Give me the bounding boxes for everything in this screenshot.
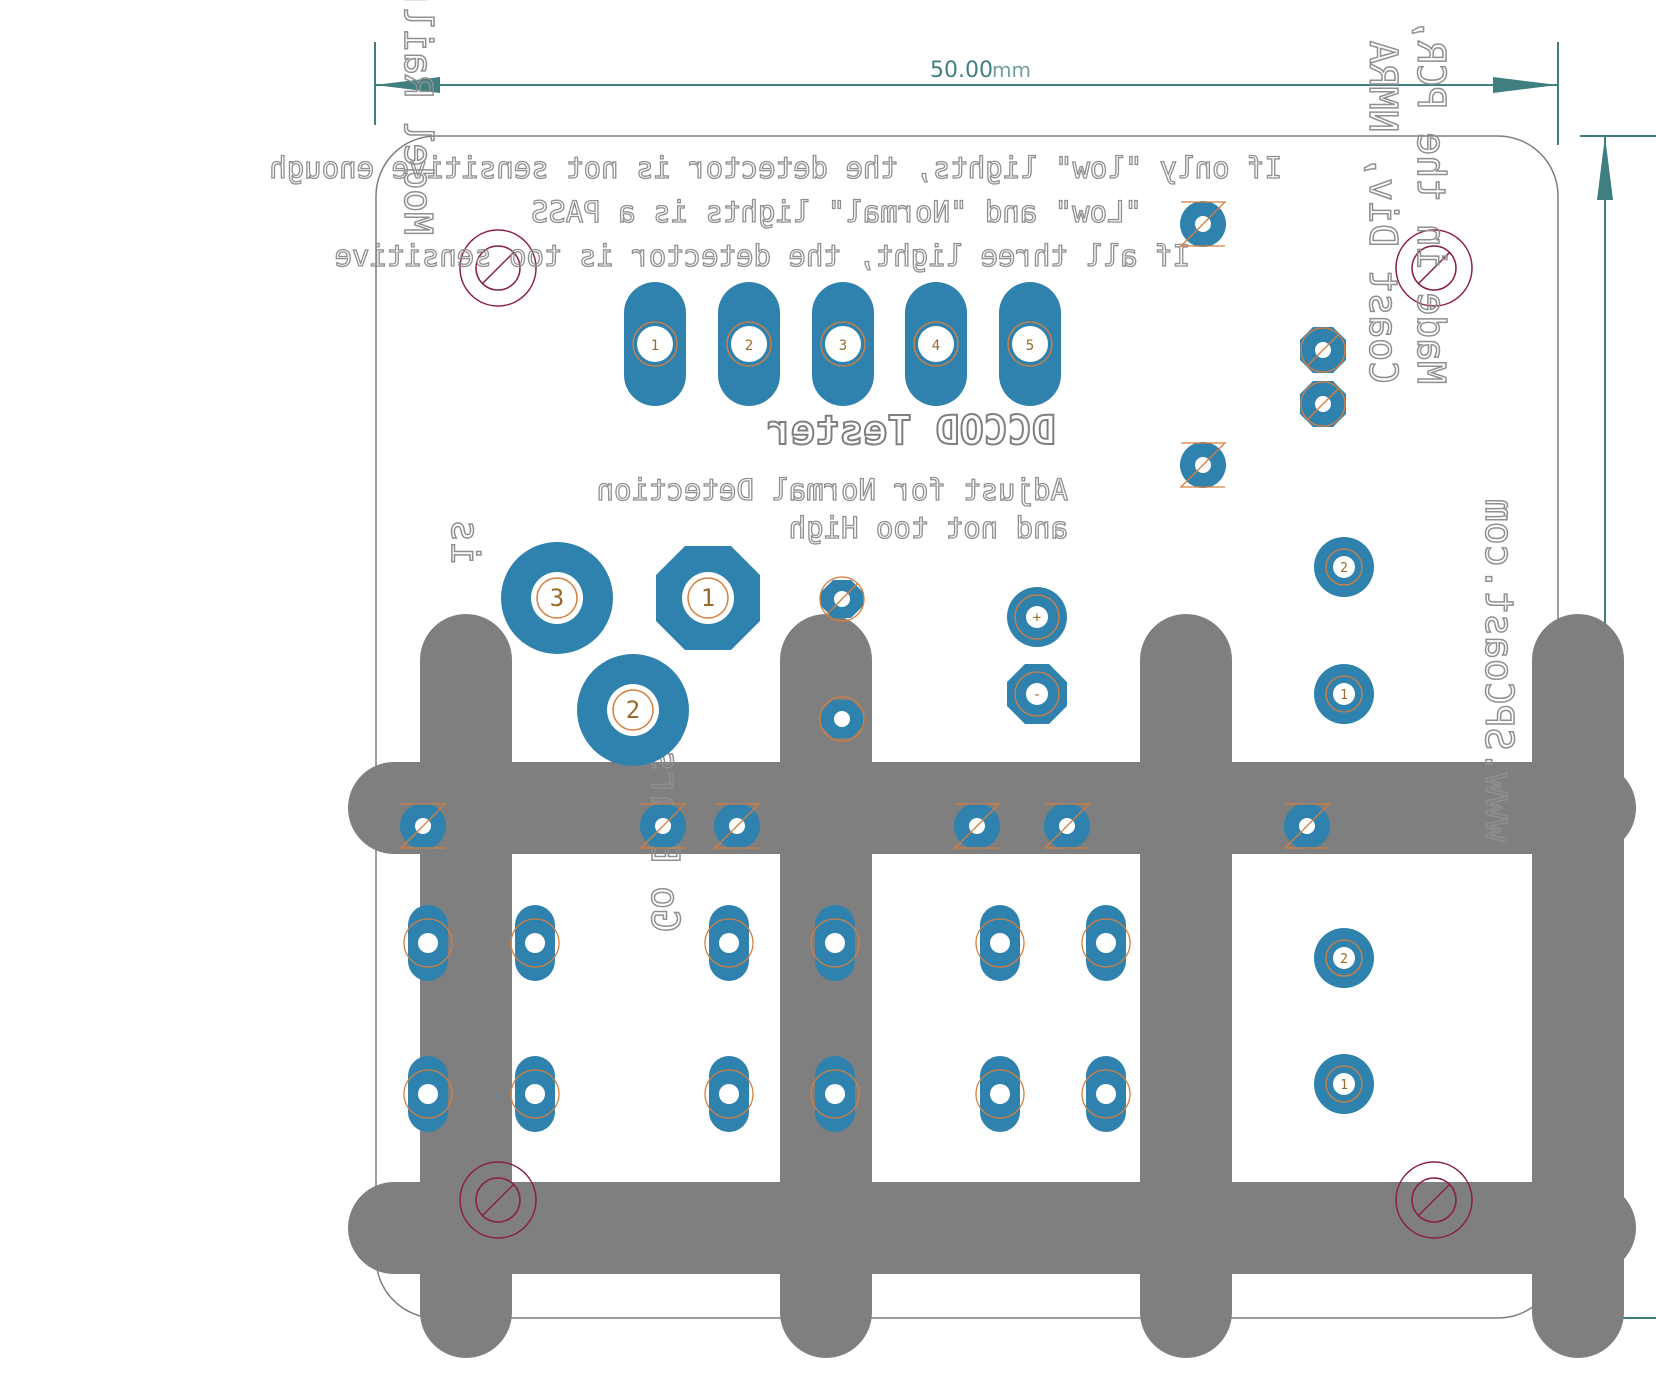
potentiometer: 3 1 2 bbox=[501, 542, 760, 766]
oblong-pad bbox=[980, 905, 1020, 981]
oblong-pad bbox=[815, 1056, 855, 1132]
connector-pad-5: 5 bbox=[999, 282, 1061, 406]
right-pad-2-lower: 2 bbox=[1314, 928, 1374, 988]
width-dimension-unit: mm bbox=[992, 58, 1031, 82]
svg-text:1: 1 bbox=[1340, 688, 1348, 703]
oblong-pad bbox=[815, 905, 855, 981]
width-dimension bbox=[374, 42, 1559, 145]
svg-text:-: - bbox=[1033, 687, 1041, 703]
svg-text:2: 2 bbox=[1340, 561, 1348, 576]
width-dimension-label: 50.00 bbox=[930, 58, 993, 83]
cap-pad-minus: - bbox=[1007, 664, 1067, 724]
right-pad-1-lower: 1 bbox=[1314, 1054, 1374, 1114]
board-title: DCCOD Tester bbox=[767, 408, 1056, 454]
pot-pad-1: 1 bbox=[656, 546, 760, 650]
connector-pad-4: 4 bbox=[905, 282, 967, 406]
right-vertical-2: Coast Div, NMRA bbox=[1361, 41, 1405, 384]
pot-pad-3: 3 bbox=[501, 542, 613, 654]
oblong-pads bbox=[408, 905, 1126, 1132]
oblong-pad bbox=[515, 905, 555, 981]
svg-text:3: 3 bbox=[839, 338, 847, 354]
connector-header: 1 2 3 4 5 bbox=[624, 282, 1061, 406]
svg-text:2: 2 bbox=[1340, 952, 1348, 967]
oblong-pad bbox=[1086, 1056, 1126, 1132]
help-line-1: If only "low" lights, the detector is no… bbox=[269, 151, 1282, 185]
svg-text:2: 2 bbox=[626, 696, 640, 724]
svg-text:1: 1 bbox=[1340, 1078, 1348, 1093]
pot-pad-2: 2 bbox=[577, 654, 689, 766]
bottom-traces bbox=[348, 614, 1636, 1358]
svg-text:2: 2 bbox=[745, 338, 753, 354]
mounting-hole-top-left bbox=[459, 229, 537, 307]
mounting-hole-top-right bbox=[1395, 229, 1473, 307]
left-vertical-1: Model Railroading bbox=[396, 0, 440, 235]
oblong-pad bbox=[980, 1056, 1020, 1132]
svg-text:3: 3 bbox=[550, 584, 564, 612]
adjust-line-1: Adjust for Normal Detection bbox=[597, 473, 1068, 507]
svg-text:4: 4 bbox=[932, 338, 940, 354]
svg-text:5: 5 bbox=[1026, 338, 1034, 354]
svg-text:1: 1 bbox=[701, 584, 715, 612]
right-vertical-1: Made in the PCR, bbox=[1409, 18, 1453, 384]
oblong-pad bbox=[515, 1056, 555, 1132]
svg-text:1: 1 bbox=[651, 338, 659, 354]
oblong-pad bbox=[709, 905, 749, 981]
drill-rings bbox=[399, 201, 1363, 1119]
silkscreen-text: If only "low" lights, the detector is no… bbox=[269, 150, 1283, 545]
adjust-line-2: and not too High bbox=[789, 511, 1068, 545]
mounting-hole-bottom-left bbox=[459, 1161, 537, 1239]
right-connectors: 2 1 2 1 bbox=[1314, 537, 1374, 1114]
svg-text:+: + bbox=[1033, 610, 1041, 626]
oblong-pad bbox=[408, 1056, 448, 1132]
right-vertical-3: www.SPCoast.com bbox=[1477, 499, 1521, 842]
connector-pad-1: 1 bbox=[624, 282, 686, 406]
cap-pad-plus: + bbox=[1007, 587, 1067, 647]
via-pad bbox=[820, 700, 864, 738]
oblong-pad bbox=[408, 905, 448, 981]
mounting-hole-bottom-right bbox=[1395, 1161, 1473, 1239]
left-vertical-2: is bbox=[443, 519, 487, 565]
right-pad-1-upper: 1 bbox=[1314, 664, 1374, 724]
connector-pad-2: 2 bbox=[718, 282, 780, 406]
oblong-pad bbox=[1086, 905, 1126, 981]
mounting-holes bbox=[459, 229, 1473, 1239]
connector-pad-3: 3 bbox=[812, 282, 874, 406]
help-line-3: If all three light, the detector is too … bbox=[334, 239, 1190, 273]
right-pad-2-upper: 2 bbox=[1314, 537, 1374, 597]
help-line-2: "Low" and "Normal" lights is a PASS bbox=[531, 195, 1142, 229]
capacitor: + - bbox=[1007, 587, 1067, 724]
oblong-pad bbox=[709, 1056, 749, 1132]
